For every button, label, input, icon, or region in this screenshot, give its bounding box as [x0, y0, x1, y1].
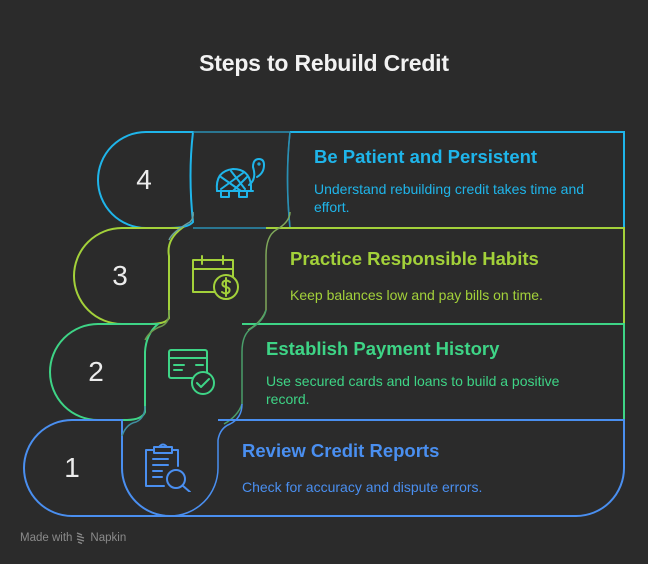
step-1-description: Check for accuracy and dispute errors. [242, 479, 483, 495]
napkin-brand: Napkin [90, 532, 127, 544]
step-4-title: Be Patient and Persistent [314, 146, 538, 167]
step-1-title: Review Credit Reports [242, 440, 440, 461]
clipboard-search-icon [145, 443, 191, 492]
step-3-title: Practice Responsible Habits [290, 248, 539, 269]
turtle-icon [215, 158, 265, 198]
made-with-label: Made with [20, 532, 73, 544]
calendar-dollar-icon [192, 255, 239, 300]
footer-attribution: Made with Napkin [20, 532, 126, 544]
step-3-number: 3 [112, 260, 128, 291]
credit-card-check-icon [168, 349, 215, 395]
napkin-logo-icon [77, 532, 85, 544]
diagram-title: Steps to Rebuild Credit [199, 50, 449, 76]
step-2-title: Establish Payment History [266, 338, 500, 359]
step-1-number: 1 [64, 452, 80, 483]
step-4-number: 4 [136, 164, 152, 195]
step-2-description: Use secured cards and loans to build a p… [266, 373, 560, 407]
step-2-number: 2 [88, 356, 104, 387]
step-1-shape [23, 403, 625, 517]
step-3-shape [73, 211, 625, 331]
step-3-description: Keep balances low and pay bills on time. [290, 287, 543, 303]
step-4-description: Understand rebuilding credit takes time … [314, 181, 585, 215]
